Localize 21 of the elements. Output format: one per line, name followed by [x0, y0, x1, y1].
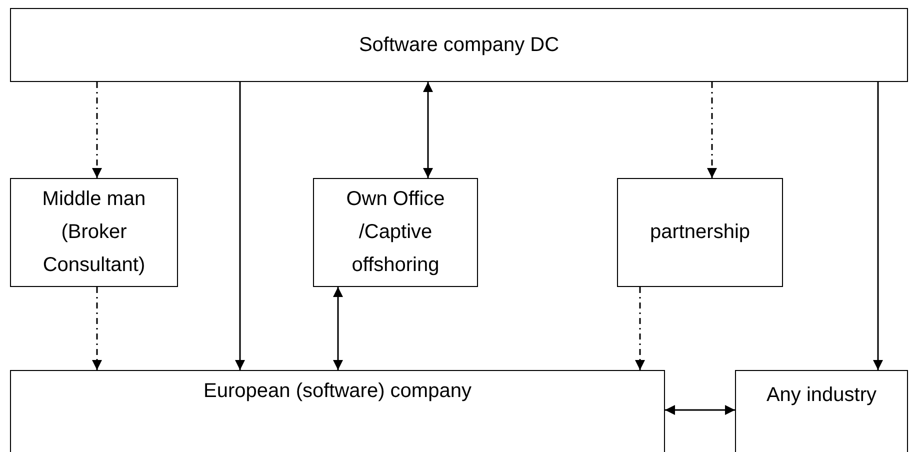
arrow: [873, 82, 883, 370]
process-box: [735, 370, 908, 452]
node-label: Own Office /Captive offshoring: [345, 187, 446, 278]
node-label: partnership: [650, 220, 750, 245]
arrow: [665, 405, 735, 415]
node-label: Middle man (Broker Consultant): [41, 187, 147, 278]
arrow: [92, 287, 102, 370]
arrow: [92, 82, 102, 178]
arrow: [235, 82, 245, 370]
arrow: [333, 287, 343, 370]
process-box: [10, 8, 908, 82]
process-box: [313, 178, 478, 287]
process-box: [10, 370, 665, 452]
arrow: [423, 82, 433, 178]
node-label: Any industry: [766, 383, 877, 408]
process-box: [617, 178, 783, 287]
arrow: [707, 82, 717, 178]
process-box: [10, 178, 178, 287]
node-label: European (software) company: [204, 379, 472, 404]
arrow: [635, 287, 645, 370]
node-label: Software company DC: [358, 32, 560, 58]
